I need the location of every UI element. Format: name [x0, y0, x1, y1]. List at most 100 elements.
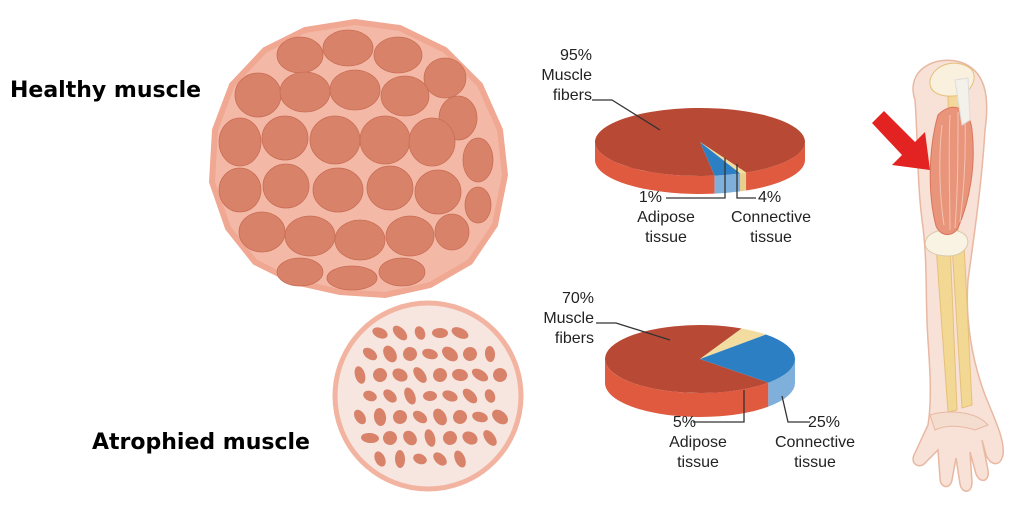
- muscle-fiber: [262, 163, 310, 209]
- muscle-fiber: [408, 117, 456, 167]
- atrophied-fiber: [442, 390, 458, 402]
- connective-slice: [700, 334, 795, 383]
- muscle-fiber: [378, 257, 426, 287]
- muscle-fiber: [464, 186, 492, 224]
- healthy-muscle-title: Healthy muscle: [10, 78, 202, 103]
- atrophied-fiber: [383, 345, 397, 363]
- atrophied-fiber: [373, 408, 387, 426]
- connective-side-wall: [768, 359, 795, 407]
- atrophied-fiber: [404, 387, 416, 405]
- muscle-fiber: [238, 211, 286, 253]
- atrophied-fiber: [374, 451, 386, 467]
- atrophied-fiber: [412, 410, 428, 424]
- atrophied-fiber: [363, 390, 377, 402]
- muscle-side-wall: [605, 359, 769, 417]
- atrophied-fiber: [483, 430, 497, 446]
- muscle-side-wall: [595, 142, 715, 194]
- atrophied-composition-pie: [605, 325, 795, 417]
- atrophied-muscle-title: Atrophied muscle: [92, 430, 310, 455]
- atrophied-fiber: [383, 431, 397, 445]
- atrophied-fiber: [354, 366, 366, 384]
- muscle-fiber: [329, 69, 381, 111]
- muscle-fiber: [261, 115, 309, 161]
- muscle-fiber: [334, 219, 386, 261]
- atrophied-fiber: [392, 368, 408, 382]
- muscle-fiber: [462, 137, 494, 183]
- atrophied-fiber: [354, 409, 366, 425]
- muscle-fiber: [276, 36, 324, 74]
- atrophied-fiber: [471, 368, 489, 382]
- atrophied-fiber: [454, 450, 466, 468]
- atrophied-fiber: [413, 453, 427, 465]
- atrophied-fiber: [443, 431, 457, 445]
- atrophied-fiber: [413, 367, 427, 383]
- atrophied-fiber: [442, 346, 458, 362]
- leader-lines: [592, 99, 810, 423]
- muscle-fiber: [276, 257, 324, 287]
- muscle-fiber: [414, 169, 462, 215]
- atrophied-muscle-fibers-label: 70% Muscle fibers: [543, 290, 594, 347]
- connective-slice: [700, 142, 741, 176]
- muscle-fiber: [326, 265, 378, 291]
- atrophied-fiber: [432, 327, 448, 339]
- muscle-fiber: [284, 215, 336, 257]
- adipose-slice: [700, 142, 747, 174]
- atrophied-connective-label: 25% Connective tissue: [774, 414, 856, 471]
- atrophied-fiber: [433, 452, 447, 466]
- atrophied-fiber: [383, 389, 397, 403]
- healthy-muscle-fibers-label: 95% Muscle fibers: [541, 47, 592, 104]
- atrophied-adipose-label: 5% Adipose tissue: [669, 414, 727, 471]
- muscle-fiber: [322, 29, 374, 67]
- healthy-adipose-label: 1% Adipose tissue: [637, 189, 695, 246]
- muscle-fiber: [380, 75, 430, 117]
- atrophied-fiber: [453, 410, 468, 424]
- atrophied-fiber: [372, 327, 388, 339]
- atrophied-fiber: [424, 429, 436, 447]
- atrophied-fiber: [463, 347, 477, 361]
- healthy-connective-label: 4% Connective tissue: [730, 189, 812, 246]
- atrophied-fiber: [393, 410, 407, 424]
- muscle-fiber: [385, 215, 435, 257]
- muscle-side-wall: [746, 142, 805, 191]
- atrophied-fiber: [432, 368, 447, 382]
- atrophied-fiber: [373, 368, 387, 382]
- atrophied-fiber: [392, 325, 408, 341]
- atrophied-fiber: [493, 368, 507, 382]
- atrophied-fiber: [394, 450, 406, 468]
- healthy-composition-pie: [595, 107, 805, 194]
- atrophied-fiber: [403, 430, 417, 446]
- muscle-fiber: [218, 167, 262, 213]
- healthy-muscle-cross-section-icon: [208, 18, 509, 299]
- atrophied-fiber: [472, 411, 488, 423]
- muscle-fiber: [279, 71, 331, 113]
- connective-side-wall: [714, 173, 741, 194]
- muscle-fiber: [309, 115, 361, 165]
- atrophied-fiber: [452, 368, 468, 382]
- atrophied-fiber: [362, 347, 378, 361]
- arm-muscle-anatomy-icon: [912, 59, 1004, 492]
- atrophied-fiber: [422, 348, 438, 360]
- adipose-side-wall: [740, 172, 747, 192]
- muscle-fiber: [366, 165, 414, 211]
- atrophied-fiber: [414, 326, 426, 340]
- muscle-fiber: [359, 115, 411, 165]
- muscle-fiber: [434, 213, 470, 251]
- atrophied-fiber: [433, 408, 447, 426]
- atrophied-muscle-cross-section-icon: [332, 300, 524, 492]
- muscle-fiber: [373, 36, 423, 74]
- atrophied-fiber: [484, 389, 496, 403]
- adipose-slice: [700, 328, 766, 359]
- muscle-fiber: [234, 72, 282, 118]
- atrophied-fiber: [403, 347, 417, 361]
- atrophied-fiber: [361, 432, 379, 444]
- muscle-fiber: [218, 117, 262, 167]
- atrophied-fiber: [484, 346, 496, 362]
- atrophied-fiber: [462, 431, 478, 445]
- muscle-fiber: [423, 57, 467, 99]
- muscle-fiber: [312, 167, 364, 213]
- muscle-slice: [605, 325, 769, 394]
- atrophied-fiber: [492, 409, 508, 425]
- red-arrow-icon: [872, 111, 930, 170]
- atrophied-fiber: [462, 388, 478, 404]
